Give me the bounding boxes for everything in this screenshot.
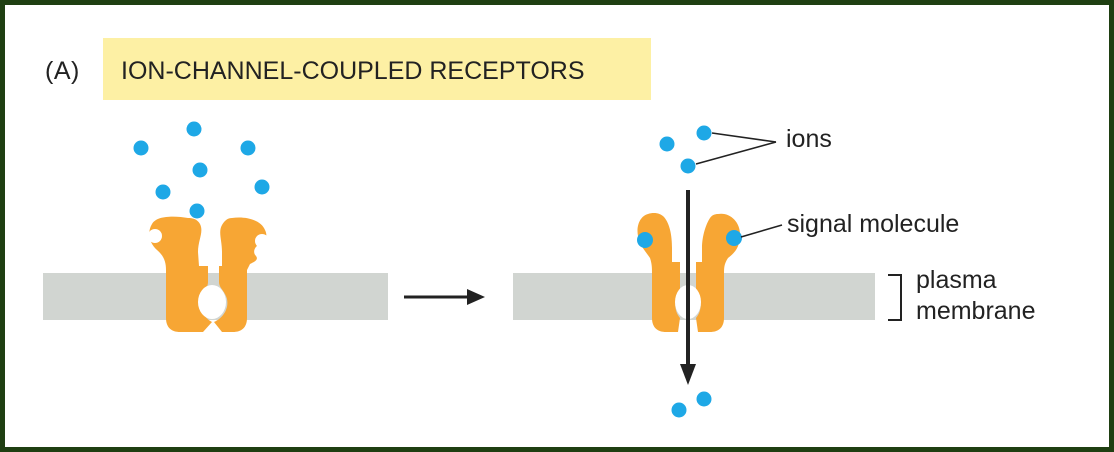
left-binding-site-left (148, 229, 162, 243)
ion (240, 140, 256, 156)
ion (186, 121, 202, 137)
signal-molecule-label: signal molecule (787, 210, 960, 238)
ions-leader-upper (711, 132, 777, 143)
ion (155, 184, 171, 200)
right-ions-top (659, 125, 712, 174)
ion (696, 125, 712, 141)
left-binding-site-right (255, 234, 269, 248)
right-ions-bottom (671, 391, 712, 418)
plasma-membrane-label-line1: plasma (916, 266, 997, 294)
transition-arrow (404, 289, 485, 305)
left-receptor-subunit-left (149, 216, 212, 332)
left-receptor-subunit-right (214, 217, 267, 332)
title-banner: ION-CHANNEL-COUPLED RECEPTORS (103, 38, 651, 100)
ion (671, 402, 687, 418)
ion (192, 162, 208, 178)
left-receptor-closed (149, 216, 267, 332)
figure-title: ION-CHANNEL-COUPLED RECEPTORS (121, 57, 585, 85)
ion (696, 391, 712, 407)
ion (680, 158, 696, 174)
panel-letter: (A) (45, 57, 80, 85)
signal-molecule-leader (740, 224, 783, 238)
bound-signal-molecule-left (637, 232, 653, 248)
ion (189, 203, 205, 219)
ion (133, 140, 149, 156)
bound-signal-molecule-right (726, 230, 742, 246)
plasma-membrane-label-line2: membrane (916, 297, 1036, 325)
leader-lines (695, 132, 783, 238)
ion (254, 179, 270, 195)
ions-label: ions (786, 125, 832, 153)
left-channel-pore (198, 285, 226, 319)
membrane-bracket (888, 274, 902, 321)
ion (659, 136, 675, 152)
ion-flow-arrow (680, 190, 696, 385)
left-ions (133, 121, 270, 219)
ions-leader-lower (695, 141, 777, 165)
